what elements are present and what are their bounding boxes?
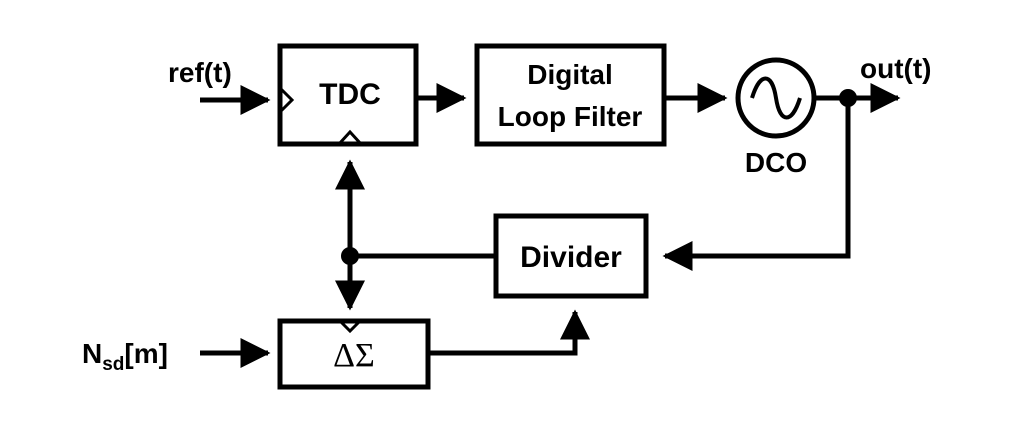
nsd-tail-text: [m] xyxy=(124,338,168,369)
nsd-input-label: Nsd[m] xyxy=(82,338,168,375)
ref-input-label: ref(t) xyxy=(168,57,232,88)
feedback-wire xyxy=(662,98,851,271)
tdc-label: TDC xyxy=(319,78,381,111)
nsd-main-text: N xyxy=(82,338,102,369)
delta-sigma-label: ΔΣ xyxy=(333,337,375,374)
feedback-junction-dot xyxy=(341,247,359,265)
delta-sigma-block xyxy=(277,318,431,390)
tdc-block xyxy=(277,43,419,147)
tdc-fb-clock-marker xyxy=(337,129,363,146)
divider-label: Divider xyxy=(520,241,622,274)
tdc-ref-clock-marker xyxy=(278,86,295,114)
loop-filter-block xyxy=(474,43,667,147)
ds-clock-marker xyxy=(338,319,362,334)
out-output-label: out(t) xyxy=(860,53,932,84)
loop-filter-label-line1: Digital xyxy=(527,59,613,90)
loop-filter-label-line2: Loop Filter xyxy=(498,101,643,132)
ds-to-divider-wire xyxy=(428,309,590,356)
sine-wave-icon xyxy=(750,76,802,120)
nsd-subscript-text: sd xyxy=(102,354,124,375)
dco-label: DCO xyxy=(745,147,807,178)
output-junction-dot xyxy=(839,89,857,107)
divider-block xyxy=(493,213,649,299)
